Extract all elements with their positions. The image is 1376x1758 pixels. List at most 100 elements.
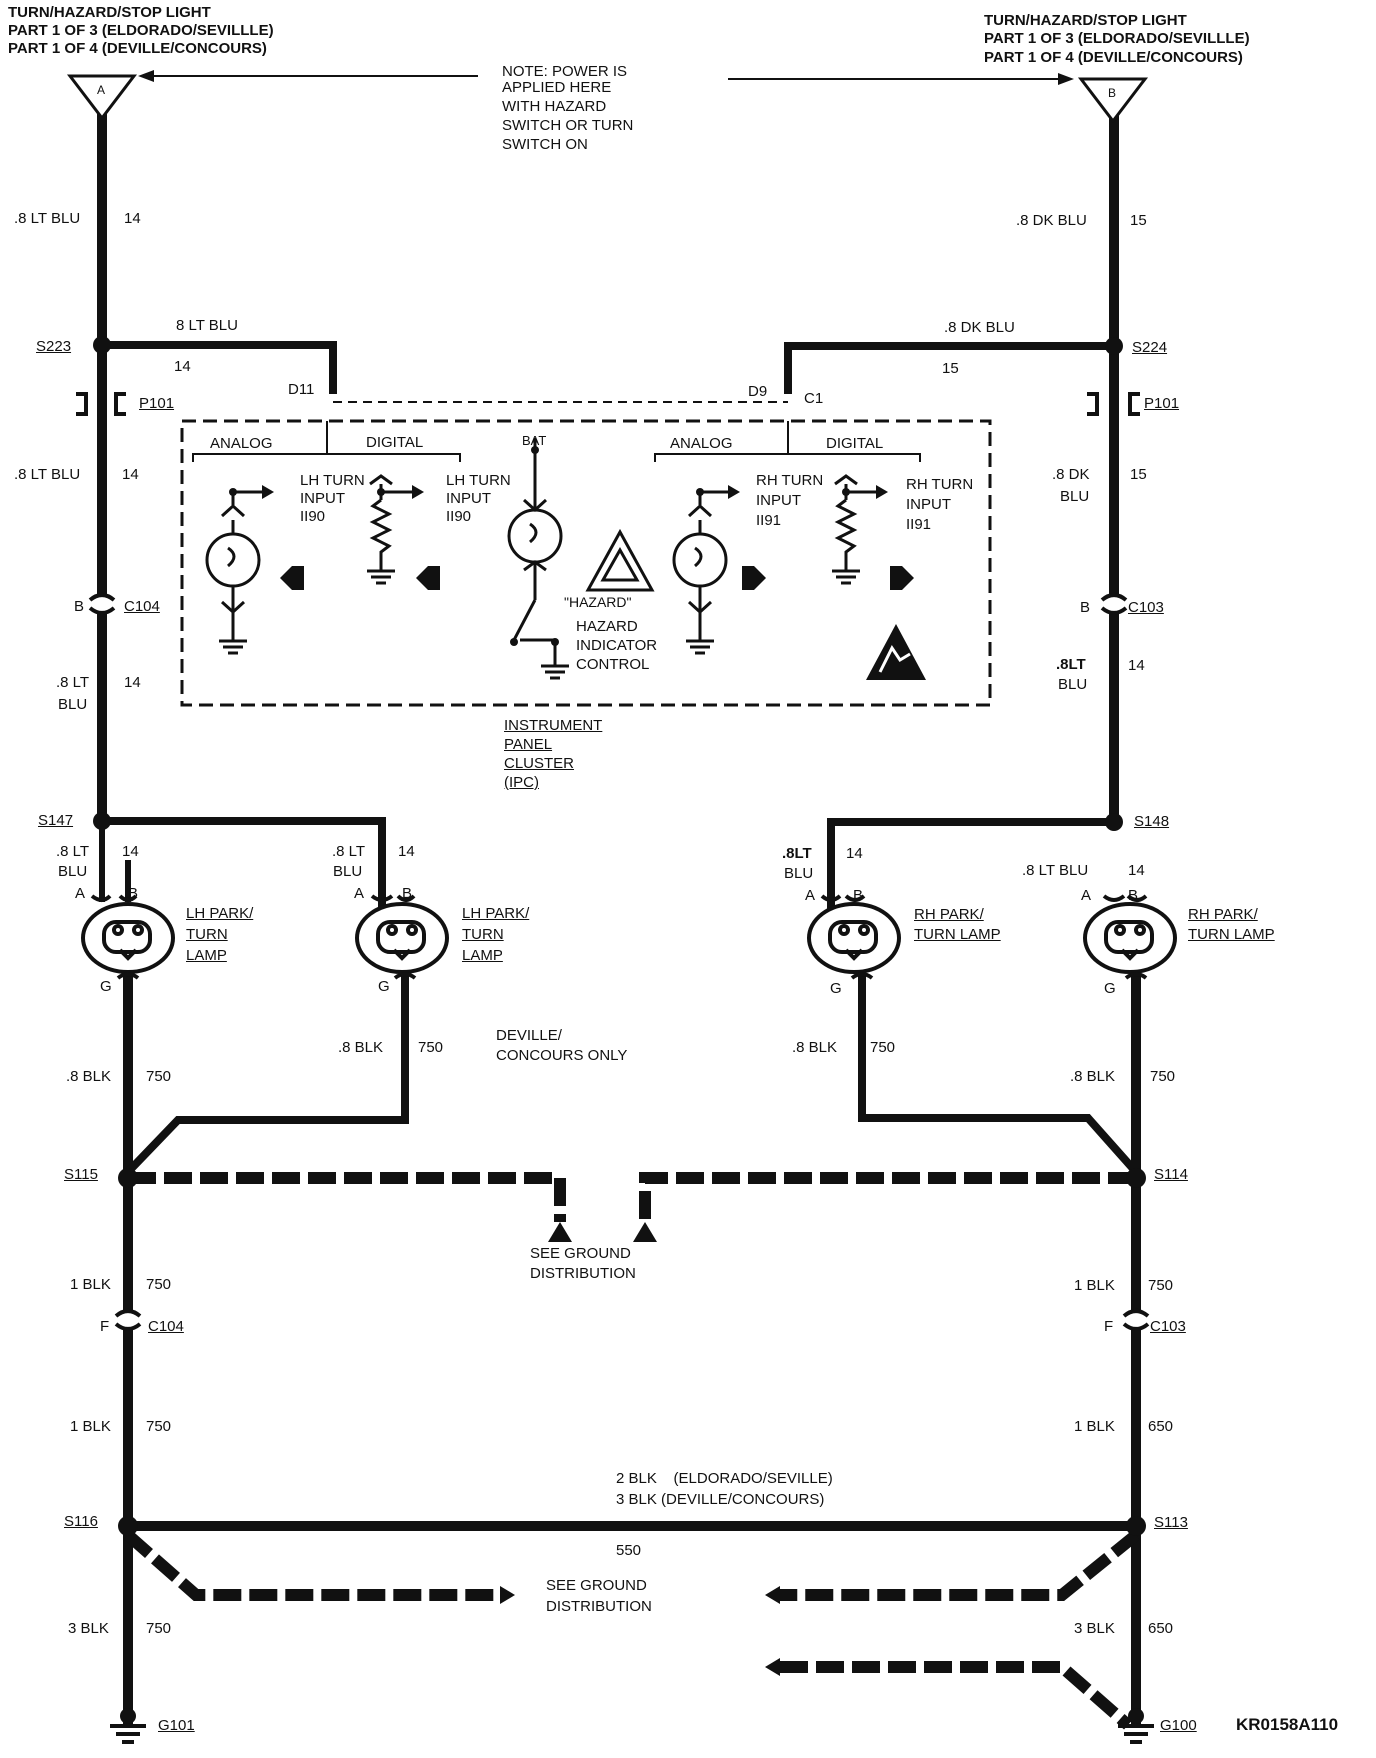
ipc-bat-label: BAT [522, 433, 547, 448]
wire-r3-gauge-a: .8LT [1056, 656, 1086, 673]
wire-g-lamp4-circuit: 750 [1150, 1068, 1176, 1085]
terminal-a-triangle [66, 74, 138, 121]
splice-s114-dot [1126, 1168, 1146, 1188]
splice-s113-label: S113 [1154, 1514, 1188, 1531]
hazard-label-1: HAZARD [576, 618, 638, 635]
c104-bot-cap [114, 1309, 142, 1318]
lamp1-symbol [81, 822, 175, 974]
terminal-a-label: A [97, 83, 106, 97]
lamp3-pin-g: G [830, 980, 842, 997]
bracket-digital-right [788, 453, 921, 462]
wire-lamp1-gauge-a: .8 LT [56, 843, 90, 860]
lamp1-pin-b: B [128, 885, 139, 902]
figure-code: KR0158A110 [1236, 1715, 1339, 1734]
lamp3-pin-b: B [853, 887, 864, 904]
wire-r2-circuit: 15 [1130, 466, 1147, 483]
wire-g-lamp1-circuit: 750 [146, 1068, 172, 1085]
wire-r3-gauge-b: BLU [1058, 676, 1088, 693]
wire-lamp2-circuit: 14 [398, 843, 415, 860]
wire-r1-circuit: 15 [1130, 212, 1147, 229]
ground-dist-arrow-left [548, 1222, 572, 1242]
wire-s114-down-circuit: 750 [1148, 1277, 1174, 1294]
wire-lamp2-gauge-b: BLU [333, 863, 363, 880]
lamp2-symbol [355, 900, 449, 974]
wire-s223-branch [102, 341, 337, 394]
header-right-line-1: TURN/HAZARD/STOP LIGHT [984, 12, 1187, 29]
rh-turn-indicator-icon [742, 566, 766, 590]
wire-lamp1-gauge-b: BLU [58, 863, 88, 880]
lamp1-name-2: TURN [186, 926, 228, 943]
lamp4-pin-a: A [1081, 887, 1092, 904]
wire-l2-gauge: .8 LT BLU [14, 466, 81, 483]
lamp1-name-3: LAMP [186, 947, 227, 964]
ipc-digital-right: DIGITAL [826, 435, 884, 452]
note-line-4: SWITCH OR TURN [502, 117, 634, 134]
ipc-internal-circuits [205, 438, 876, 665]
c103-top-cap [1100, 593, 1128, 602]
splice-s116-dot [118, 1516, 138, 1536]
wire-r1-gauge: .8 DK BLU [1016, 212, 1087, 229]
wire-r2-gauge-a: .8 DK [1052, 466, 1090, 483]
splice-s147-dot [93, 812, 111, 830]
note-arrowhead-right [1058, 73, 1074, 85]
note-line-2: APPLIED HERE [502, 79, 612, 96]
pin-d9-label: D9 [748, 383, 768, 400]
lamp4-pin-g: G [1104, 980, 1116, 997]
wire-s115-down-gauge: 1 BLK [70, 1276, 111, 1293]
ground-dist-arrow-g100 [765, 1658, 780, 1676]
rh-analog-label-3: II91 [756, 512, 782, 529]
rh-digital-output-arrow-icon [876, 485, 888, 499]
c104-bot-cap-lower [114, 1322, 142, 1331]
ipc-analog-right: ANALOG [670, 435, 733, 452]
p101-right-bracket-b [1128, 392, 1140, 416]
ipc-grounds [219, 569, 860, 680]
hazard-label-3: CONTROL [576, 656, 650, 673]
wire-g-lamp3-gauge: .8 BLK [792, 1039, 838, 1056]
lh-analog-output-arrow-icon [262, 485, 274, 499]
header-left-line-2: PART 1 OF 3 (ELDORADO/SEVILLLE) [8, 22, 274, 39]
connector-c103-top: C103 [1128, 599, 1164, 616]
wire-c104b-down-gauge: 1 BLK [70, 1418, 111, 1435]
ipc-analog-left: ANALOG [210, 435, 273, 452]
lh-digital-output-arrow-icon [412, 485, 424, 499]
wire-l1-circuit: 14 [124, 210, 141, 227]
ground-dist-bottom-2: DISTRIBUTION [546, 1598, 652, 1615]
lamp2-name-3: LAMP [462, 947, 503, 964]
wire-lamp1-circuit: 14 [122, 843, 139, 860]
wire-s224-branch-circuit: 15 [942, 360, 959, 377]
terminal-b-label: B [1108, 86, 1117, 100]
connector-c103-top-pin: B [1080, 599, 1091, 616]
deville-note-1: DEVILLE/ [496, 1027, 562, 1044]
lamp3-pin-a: A [805, 887, 816, 904]
wire-g100-circuit: 650 [1148, 1620, 1174, 1637]
splice-s223-label: S223 [36, 338, 72, 355]
splice-s147-label: S147 [38, 812, 74, 829]
lh-analog-label-2: INPUT [300, 490, 345, 507]
splice-s116-label: S116 [64, 1513, 98, 1530]
wire-s223-branch-gauge: 8 LT BLU [176, 317, 238, 334]
wire-g101-gauge: 3 BLK [68, 1620, 109, 1637]
lamp4-name-1: RH PARK/ [1188, 906, 1258, 923]
connector-c104-top: C104 [124, 598, 160, 615]
lh-turn-indicator-icon [280, 566, 304, 590]
ipc-digital-left: DIGITAL [366, 434, 424, 451]
wire-r3-circuit: 14 [1128, 657, 1145, 674]
wire-s116-ground-dist [124, 1530, 500, 1601]
ground-g101-dot [120, 1708, 136, 1724]
p101-right-bracket-a [1087, 392, 1099, 416]
p101-left-bracket-b [114, 392, 126, 416]
rh-digital-label-1: RH TURN [906, 476, 974, 493]
connector-c103-bot: C103 [1150, 1318, 1186, 1335]
lh-analog-label-3: II90 [300, 508, 326, 525]
wire-l1-gauge: .8 LT BLU [14, 210, 81, 227]
ipc-box [180, 419, 992, 707]
bracket-analog-left [192, 421, 328, 462]
lamp1-pin-a: A [75, 885, 86, 902]
ground-dist-arrow-bottom-left [500, 1586, 515, 1604]
header-right-line-3: PART 1 OF 4 (DEVILLE/CONCOURS) [984, 49, 1243, 66]
lh-digital-label-3: II90 [446, 508, 472, 525]
wire-s115-down-circuit: 750 [146, 1276, 172, 1293]
hazard-label-2: INDICATOR [576, 637, 658, 654]
